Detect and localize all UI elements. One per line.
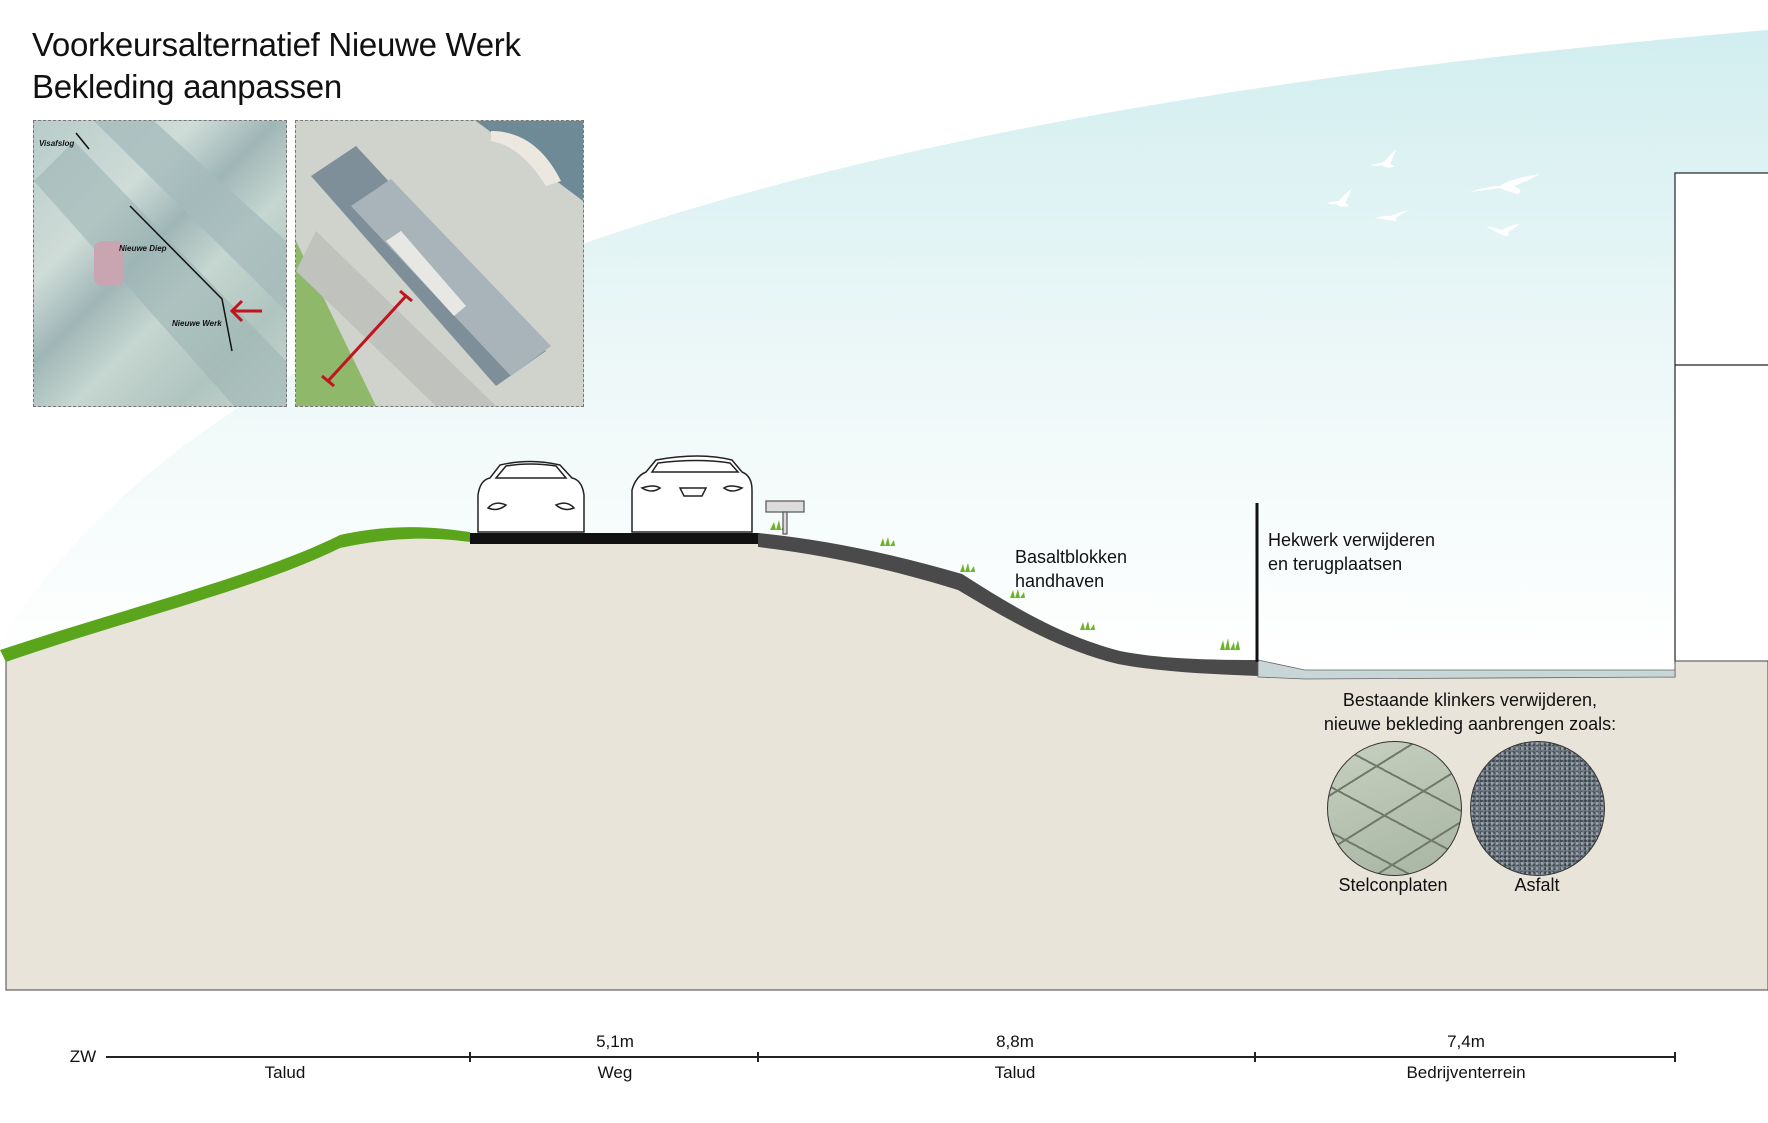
scale-ticks bbox=[469, 1052, 1676, 1062]
stelconplaten-sample-image bbox=[1327, 741, 1462, 876]
sky-background bbox=[0, 30, 1768, 660]
page-title: Voorkeursalternatief Nieuwe Werk Bekledi… bbox=[32, 24, 521, 108]
paving-annotation: Bestaande klinkers verwijderen, nieuwe b… bbox=[1310, 688, 1630, 736]
scale-segment-weg: Weg bbox=[597, 1063, 633, 1082]
fence-annotation: Hekwerk verwijderen en terugplaatsen bbox=[1268, 528, 1435, 576]
paving-surface bbox=[1257, 659, 1676, 680]
fence-annotation-line2: en terugplaatsen bbox=[1268, 554, 1403, 574]
road-surface bbox=[470, 533, 760, 544]
map-label-nieuwe-werk: Nieuwe Werk bbox=[172, 319, 222, 328]
overview-map: Visafslog Nieuwe Diep Nieuwe Werk bbox=[33, 120, 287, 407]
red-section-line-icon bbox=[321, 289, 413, 388]
basalt-annotation: Basaltblokken handhaven bbox=[1015, 545, 1127, 593]
stelconplaten-label: Stelconplaten bbox=[1338, 875, 1448, 895]
red-arrow-icon bbox=[229, 299, 262, 323]
map-label-visafslag: Visafslog bbox=[39, 139, 75, 148]
birds-icon bbox=[1327, 150, 1540, 236]
asfalt-label: Asfalt bbox=[1514, 875, 1560, 895]
title-line-1: Voorkeursalternatief Nieuwe Werk bbox=[32, 26, 521, 63]
basalt-annotation-line2: handhaven bbox=[1015, 571, 1105, 591]
car-front-icon bbox=[477, 460, 585, 533]
scale-segment-talud-2: Talud bbox=[994, 1063, 1036, 1082]
title-line-2: Bekleding aanpassen bbox=[32, 68, 342, 105]
paving-annotation-line1: Bestaande klinkers verwijderen, bbox=[1342, 690, 1598, 710]
scale-segment-talud-1: Talud bbox=[264, 1063, 306, 1082]
scale-start-label: ZW bbox=[69, 1047, 97, 1066]
scale-width-talud-2: 8,8m bbox=[996, 1032, 1034, 1051]
building-outline bbox=[1674, 172, 1768, 664]
scale-width-bedrijventerrein: 7,4m bbox=[1447, 1032, 1485, 1051]
fence-annotation-line1: Hekwerk verwijderen bbox=[1268, 530, 1436, 550]
scale-segment-bedrijventerrein: Bedrijventerrein bbox=[1406, 1063, 1526, 1082]
detail-map-drawing bbox=[296, 121, 583, 406]
basalt-annotation-line1: Basaltblokken bbox=[1015, 547, 1128, 567]
overview-map-drawing bbox=[34, 121, 286, 406]
car-rear-icon bbox=[631, 455, 753, 533]
scale-width-weg: 5,1m bbox=[596, 1032, 634, 1051]
paving-annotation-line2: nieuwe bekleding aanbrengen zoals: bbox=[1323, 714, 1617, 734]
map-label-nieuwe-diep: Nieuwe Diep bbox=[119, 244, 167, 253]
road-sign-icon bbox=[765, 500, 805, 535]
detail-map bbox=[295, 120, 584, 407]
asfalt-sample-image bbox=[1470, 741, 1605, 876]
basalt-revetment bbox=[758, 533, 1258, 676]
